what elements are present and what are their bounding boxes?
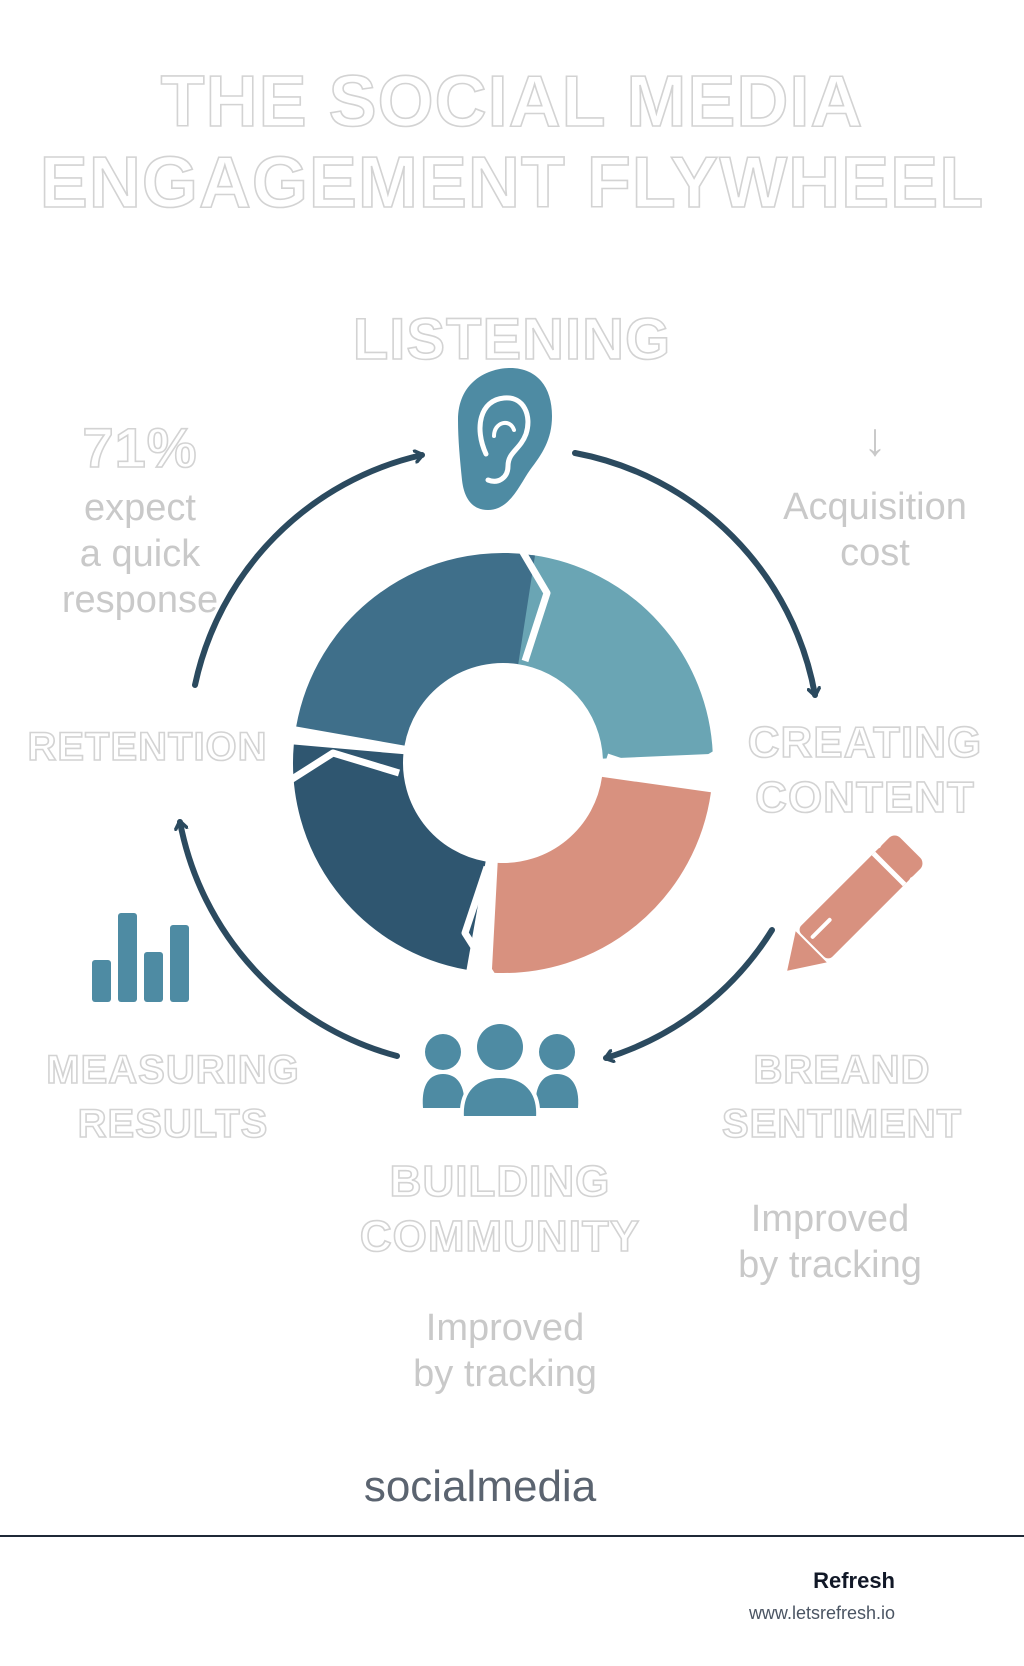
stage-building-label-1: BUILDING [389, 1156, 611, 1207]
pencil-icon [787, 835, 923, 971]
title-line-2: ENGAGEMENT FLYWHEEL [39, 142, 985, 224]
acquisition-arrow: ↓ [863, 413, 887, 465]
footer-brand-name: Refresh [813, 1568, 895, 1593]
cycle-arrow-listening-to-creating [572, 450, 815, 698]
brand-wordmark: socialmedia [363, 1462, 597, 1511]
bar-chart-icon [92, 913, 189, 1002]
stage-listening-label: LISTENING [352, 307, 672, 373]
ear-icon [458, 368, 552, 510]
brand-note-line-2: by tracking [738, 1244, 922, 1286]
acquisition-line-1: Acquisition [783, 486, 967, 528]
stat-line-3: response [61, 579, 219, 621]
stage-retention-label: RETENTION [27, 724, 268, 770]
community-note-line-1: Improved [425, 1307, 585, 1349]
footer-divider [0, 1535, 1024, 1537]
stat-line-1: expect [84, 487, 196, 529]
people-icon [422, 1024, 579, 1120]
stage-creating-label-2: CONTENT [754, 772, 975, 823]
stage-creating-label-1: CREATING [747, 717, 983, 768]
cycle-arrow-retention-to-listening [192, 455, 425, 688]
stat-line-2: a quick [79, 533, 201, 575]
cycle-arrow-building-to-retention [180, 819, 400, 1059]
stage-measuring-label-2: RESULTS [77, 1101, 269, 1147]
brand-note-line-1: Improved [750, 1198, 910, 1240]
stage-brand-label-1: BREAND [753, 1047, 931, 1093]
flywheel-ring [287, 547, 719, 979]
cycle-arrow-creating-to-building [603, 927, 775, 1058]
acquisition-line-2: cost [840, 532, 910, 574]
title-line-1: THE SOCIAL MEDIA [160, 61, 864, 143]
flywheel-diagram [92, 368, 923, 1120]
stage-measuring-label-1: MEASURING [45, 1047, 300, 1093]
ring-segment-creating [293, 553, 713, 973]
footer-url-link[interactable]: www.letsrefresh.io [748, 1603, 895, 1623]
stage-building-label-2: COMMUNITY [359, 1211, 641, 1262]
stage-brand-label-2: SENTIMENT [721, 1101, 963, 1147]
community-note-line-2: by tracking [413, 1353, 597, 1395]
stat-value: 71% [82, 415, 198, 480]
